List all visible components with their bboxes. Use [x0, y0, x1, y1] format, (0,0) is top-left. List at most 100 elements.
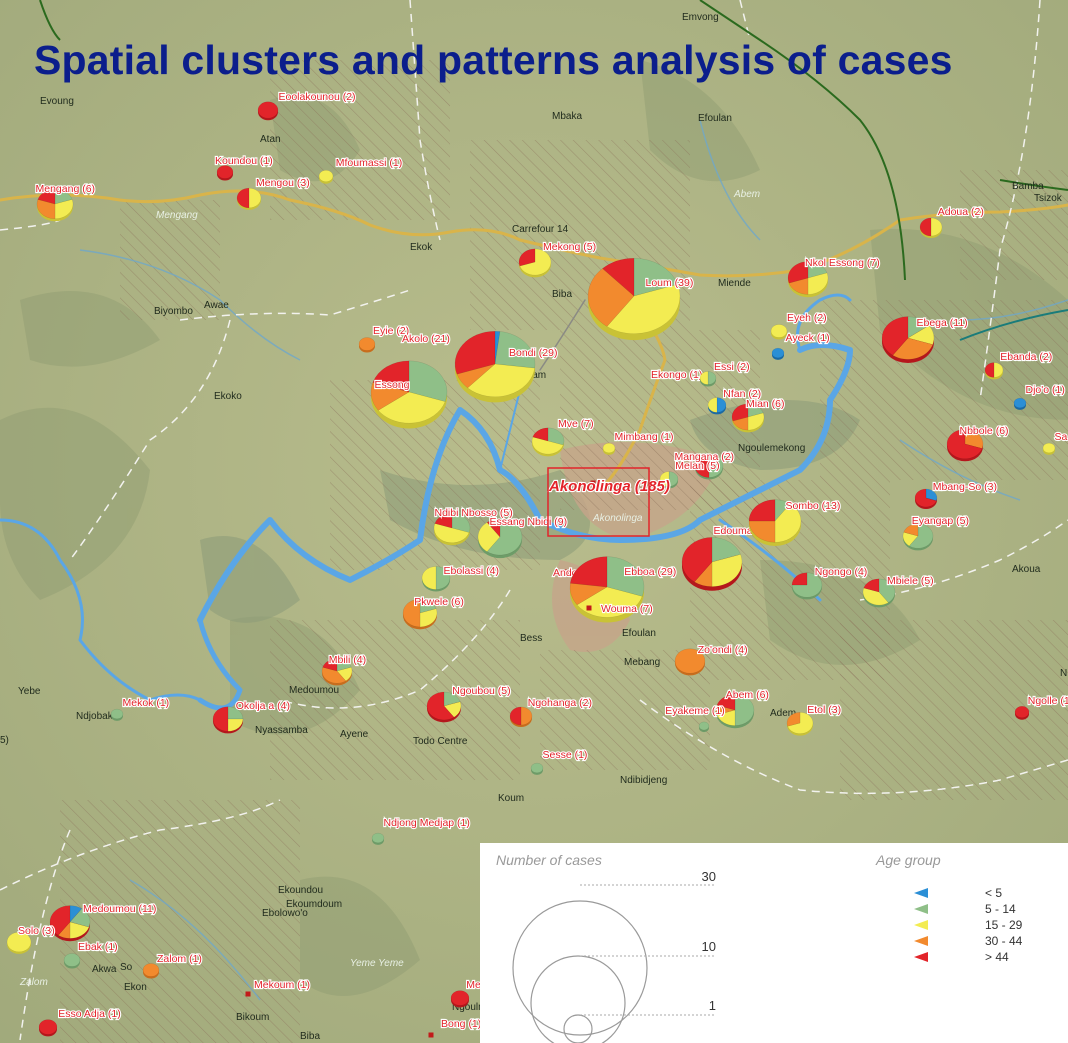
pie-slice — [518, 248, 536, 267]
legend-age-label: 30 - 44 — [985, 934, 1023, 948]
pie-slice — [454, 330, 496, 375]
pie-slice — [699, 371, 709, 385]
cluster-okolja-a: Okolja a (4) — [212, 699, 291, 734]
locality-marker — [428, 1032, 434, 1038]
pie-slice — [426, 691, 455, 721]
pie-slice — [732, 416, 749, 431]
place-label: Todo Centre — [413, 736, 468, 747]
pie-slice — [716, 397, 727, 413]
pie-slice — [771, 347, 785, 359]
place-label: Mengang — [156, 210, 198, 221]
cluster-label: Mangana (2) — [675, 451, 735, 463]
pie-slice — [878, 578, 896, 603]
cluster-nbbole: Nbbole (6) — [946, 424, 1010, 462]
cluster-abem: Abem (6) — [715, 688, 770, 729]
pie-slice — [451, 513, 471, 533]
pie-slice — [788, 277, 809, 295]
place-label: Mebang — [624, 657, 660, 668]
legend-size-10: 10 — [702, 939, 716, 954]
pie-slice — [49, 905, 71, 936]
cluster-label: Ngoubou (5) — [452, 685, 510, 697]
pie-slice — [902, 531, 919, 547]
cluster-bondi: Bondi (29) — [454, 330, 559, 403]
pie-slice — [494, 331, 536, 369]
pie-slice — [569, 582, 608, 606]
pie-slice — [435, 566, 451, 590]
place-label: Ekoumdoum — [286, 899, 342, 910]
locality-marker — [417, 337, 423, 343]
pie-slice — [110, 708, 124, 720]
cluster-label: Zo'ondi (4) — [698, 644, 748, 656]
cluster-sa: Sa — [1042, 430, 1068, 455]
place-label: Efoulan — [698, 113, 732, 124]
cluster-label: Okolja a (4) — [236, 700, 290, 712]
legend-age-swatch — [914, 888, 928, 898]
cluster-mimbang: Mimbang (1) — [602, 430, 675, 455]
place-label: Tsizok — [1034, 193, 1063, 204]
cluster-label: Nbbole (6) — [960, 425, 1009, 437]
cluster-nfan: Nfan (2) — [707, 387, 762, 415]
pie-slice — [791, 572, 808, 586]
pie-slice — [716, 694, 736, 711]
place-label: So — [120, 962, 133, 973]
cluster-loum: Loum (39) — [587, 258, 694, 341]
pie-slice — [322, 658, 338, 672]
locality-marker — [564, 569, 570, 575]
place-label: Ekok — [410, 242, 433, 253]
pie-slice — [774, 499, 791, 522]
cluster-ebega: Ebega (11) — [881, 316, 969, 363]
pie-slice — [37, 189, 56, 205]
pie-slice — [774, 503, 802, 543]
place-label: Akonolinga — [592, 513, 643, 524]
cluster-label: Wouma (7) — [601, 603, 653, 615]
pie-slice — [694, 561, 713, 587]
cluster-essi: Essi (2) — [699, 360, 751, 387]
pie-slice — [38, 1019, 58, 1035]
pie-slice — [1014, 706, 1030, 718]
pie-slice — [248, 187, 262, 209]
pie-slice — [419, 608, 438, 628]
cluster-wouma: Wouma (7) — [586, 602, 654, 616]
cluster-mian: Mian (6) — [731, 397, 786, 433]
cluster-label: Eoolakounou (2) — [279, 91, 356, 103]
cluster-ebolassi: Ebolassi (4) — [421, 564, 500, 592]
place-label: Yeme Yeme — [350, 958, 404, 969]
akonolinga-highlight-box — [547, 467, 650, 537]
cluster-eyie: Eyie (2) — [358, 324, 410, 353]
cluster-mve: Mve (7) — [531, 417, 595, 457]
cluster-label: Sa — [1055, 431, 1068, 443]
pie-slice — [434, 513, 453, 529]
case-pie-symbols: Eoolakounou (2)Koundou (1)Mfoumassi (1)M… — [6, 90, 1068, 1038]
place-label: Ekoko — [214, 391, 242, 402]
cluster-label: Adoua (2) — [938, 206, 984, 218]
cluster-label: Ebboa (29) — [624, 566, 676, 578]
cluster-me: Me — [450, 978, 482, 1008]
pie-slice — [606, 556, 645, 597]
pie-slice — [530, 762, 544, 774]
pie-slice — [892, 337, 934, 360]
cluster-label: Loum (39) — [646, 277, 694, 289]
place-label: Biba — [552, 289, 572, 300]
teal-boundary — [959, 309, 1068, 341]
pie-slice — [54, 189, 73, 205]
cluster-label: Bondi (29) — [509, 347, 557, 359]
page-title: Spatial clusters and patterns analysis o… — [34, 37, 953, 83]
pie-slice — [69, 908, 91, 928]
legend-circle-10 — [530, 955, 626, 1043]
cluster-label: Ebolassi (4) — [444, 565, 499, 577]
pie-slice — [711, 554, 743, 587]
pie-slice — [807, 272, 829, 295]
pie-slice — [747, 412, 765, 431]
pie-slice — [421, 566, 437, 590]
cluster-label: Mekong (5) — [543, 241, 596, 253]
place-label: 5) — [0, 735, 9, 746]
cluster-label: Ebega (11) — [917, 317, 968, 329]
cluster-label: Mekoum (1) — [254, 979, 310, 991]
pie-slice — [807, 261, 828, 279]
pie-slice — [509, 706, 522, 726]
pie-slice — [212, 706, 229, 732]
pie-slice — [716, 709, 736, 726]
pie-slice — [993, 362, 1004, 378]
rivers — [0, 293, 853, 711]
pie-slice — [863, 578, 880, 593]
